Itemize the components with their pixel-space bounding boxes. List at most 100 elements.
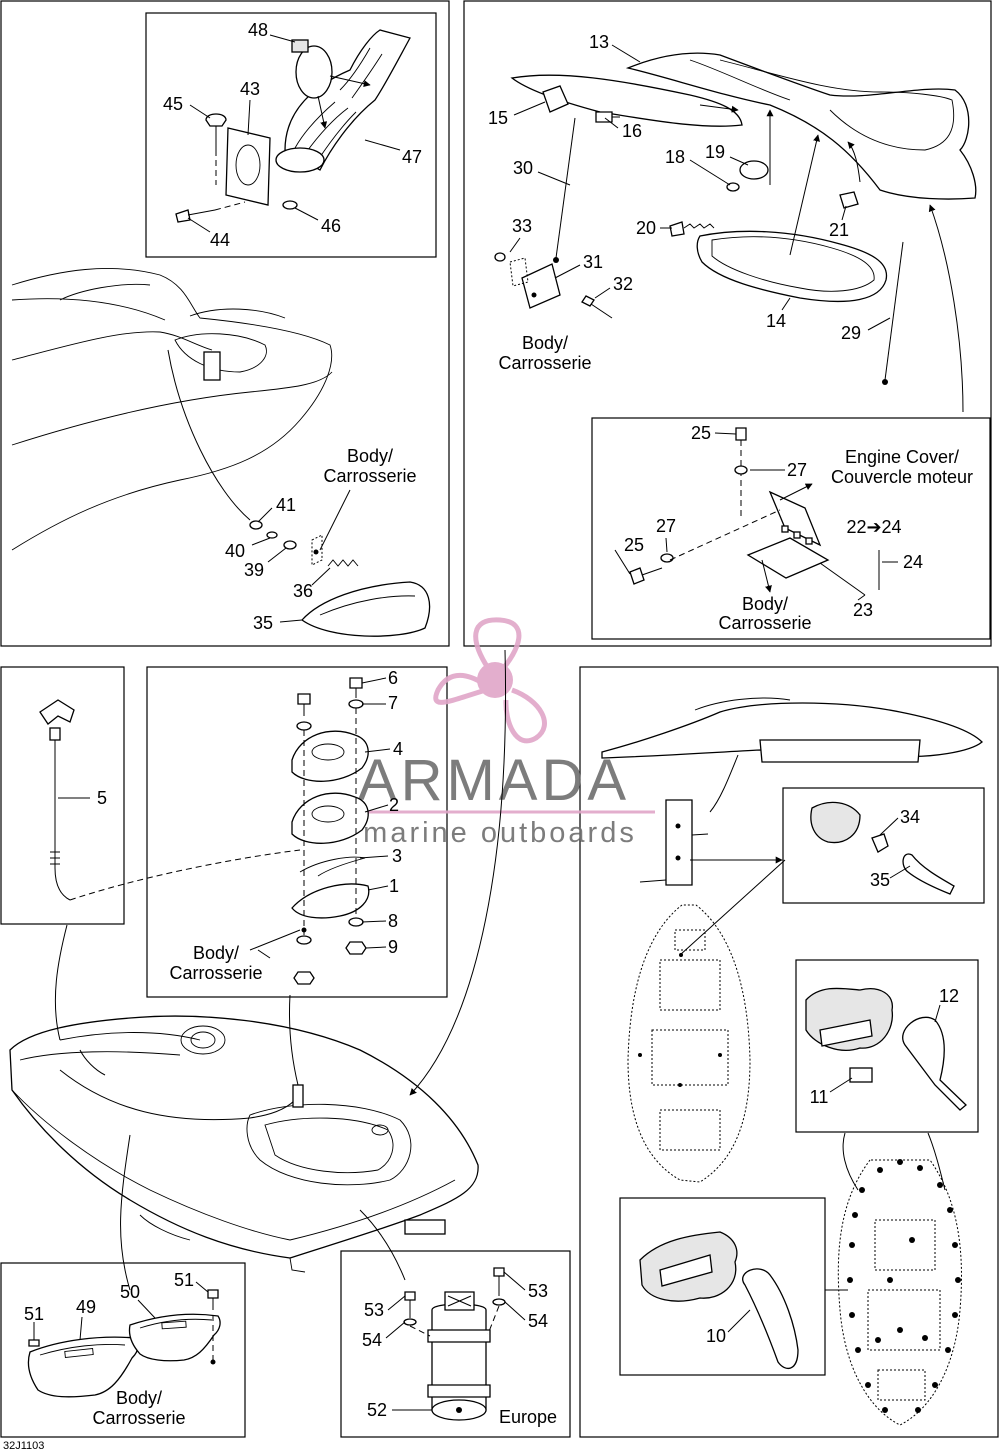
- cable-tie-34: [902, 853, 955, 895]
- screw-45: [205, 113, 227, 127]
- panel-dipstick: [0, 666, 125, 925]
- panel-detail-11-12: [795, 959, 979, 1133]
- tie-mount-11: [819, 1019, 873, 1047]
- panel-hull-fasteners: [579, 666, 999, 1438]
- part-label-1: 1: [389, 876, 399, 896]
- part-label-3: 3: [392, 846, 402, 866]
- part-label-51-right: 51: [174, 1270, 194, 1290]
- part-label-15: 15: [488, 108, 508, 128]
- storage-trays: [27, 1289, 221, 1398]
- foam-pad: [810, 801, 861, 844]
- armada-watermark: ARMADA marine outboards: [358, 617, 655, 849]
- panel-mount-stack: [146, 666, 448, 998]
- part-label-18: 18: [665, 147, 685, 167]
- callout-carrosserie-rear-seat: Carrosserie: [323, 466, 416, 486]
- panel-engine-cover: [463, 0, 992, 647]
- vent-opening: [203, 351, 221, 381]
- part-label-43: 43: [240, 79, 260, 99]
- part-label-11: 11: [810, 1087, 829, 1107]
- callout-carrosserie-bracket: Carrosserie: [498, 353, 591, 373]
- part-label-23: 23: [853, 600, 873, 620]
- part-label-44: 44: [210, 230, 230, 250]
- part-label-46: 46: [321, 216, 341, 236]
- extinguisher-holder: [403, 1267, 506, 1421]
- callout-body-trays: Body/: [116, 1388, 162, 1408]
- part-label-53-right: 53: [528, 1281, 548, 1301]
- callout-engine-cover: Engine Cover/: [845, 447, 959, 467]
- hose-clamp: [295, 45, 333, 99]
- callout-body-hinge: Body/: [742, 594, 788, 614]
- part-label-19: 19: [705, 142, 725, 162]
- callout-europe: Europe: [499, 1407, 557, 1427]
- panel-extinguisher-holder: [340, 1250, 571, 1438]
- diagram-code: 32J1103: [3, 1440, 44, 1452]
- part-label-54-right: 54: [528, 1311, 548, 1331]
- part-label-9: 9: [388, 937, 398, 957]
- panel-detail-33-34: [782, 787, 985, 904]
- part-label-10: 10: [706, 1326, 726, 1346]
- part-label-28: 29: [841, 323, 861, 343]
- rear-grab-handle: [301, 581, 431, 637]
- text-callouts: Body/ Carrosserie Body/ Carrosserie Engi…: [3, 333, 973, 1452]
- part-label-14: 14: [766, 311, 786, 331]
- mount-bracket: [665, 799, 693, 886]
- part-label-35: 35: [253, 613, 273, 633]
- hull-outline: [9, 1015, 479, 1259]
- part-label-29: 30: [513, 158, 533, 178]
- base-plate-1: [291, 883, 370, 919]
- tray-50: [128, 1313, 221, 1362]
- part-label-21: 21: [829, 220, 849, 240]
- leader-lines: [33, 34, 941, 1411]
- dipstick-handle: [39, 699, 75, 725]
- tie-mount-10: [659, 1254, 713, 1287]
- part-label-4: 4: [393, 739, 403, 759]
- bracket-30: [521, 263, 561, 309]
- panel-hinge-inset: [591, 417, 991, 640]
- part-label-32: 33: [512, 216, 532, 236]
- callout-body-bracket: Body/: [522, 333, 568, 353]
- engine-cover: [625, 52, 977, 200]
- mount-stack: [291, 677, 370, 985]
- part-label-41: 41: [276, 495, 296, 515]
- part-label-8: 8: [388, 911, 398, 931]
- part-label-45: 45: [163, 94, 183, 114]
- part-label-13: 13: [589, 32, 609, 52]
- part-label-24: 24: [903, 552, 923, 572]
- part-label-25-top: 25: [691, 423, 711, 443]
- fastener-dots: [847, 1159, 961, 1413]
- part-label-54-left: 54: [362, 1330, 382, 1350]
- panel-vent-hose-inset: [145, 12, 437, 258]
- part-label-40: 40: [225, 541, 245, 561]
- part-label-27-top: 27: [787, 460, 807, 480]
- callout-carrosserie-trays: Carrosserie: [92, 1408, 185, 1428]
- propeller-logo: [433, 617, 547, 744]
- part-label-31: 32: [613, 274, 633, 294]
- part-label-49: 49: [76, 1297, 96, 1317]
- propeller-hub-icon: [477, 662, 513, 698]
- cover-front-flap: [510, 74, 743, 127]
- part-label-5: 5: [97, 788, 107, 808]
- part-label-12: 12: [939, 986, 959, 1006]
- hinge-plate-lower: [746, 537, 830, 579]
- cable-tie-12: [902, 1016, 967, 1111]
- part-label-16: 16: [622, 121, 642, 141]
- tray-49: [27, 1336, 139, 1398]
- cover-gasket: [696, 230, 888, 303]
- panel-storage-trays: [0, 1262, 246, 1438]
- callout-carrosserie-mount: Carrosserie: [169, 963, 262, 983]
- hose-end: [275, 147, 325, 173]
- callout-carrosserie-hinge: Carrosserie: [718, 613, 811, 633]
- part-label-50: 50: [120, 1282, 140, 1302]
- part-label-20: 20: [636, 218, 656, 238]
- rubber-mount-2: [291, 792, 369, 844]
- part-label-34: 35: [870, 870, 890, 890]
- hull-fastener-views: [601, 697, 983, 1426]
- boat-hull: [9, 649, 506, 1291]
- part-label-7: 7: [388, 693, 398, 713]
- part-label-53-left: 53: [364, 1300, 384, 1320]
- watermark-name: ARMADA: [358, 748, 630, 813]
- callout-couvercle-moteur: Couvercle moteur: [831, 467, 973, 487]
- rear-handle-parts: [249, 489, 431, 637]
- part-label-36: 36: [293, 581, 313, 601]
